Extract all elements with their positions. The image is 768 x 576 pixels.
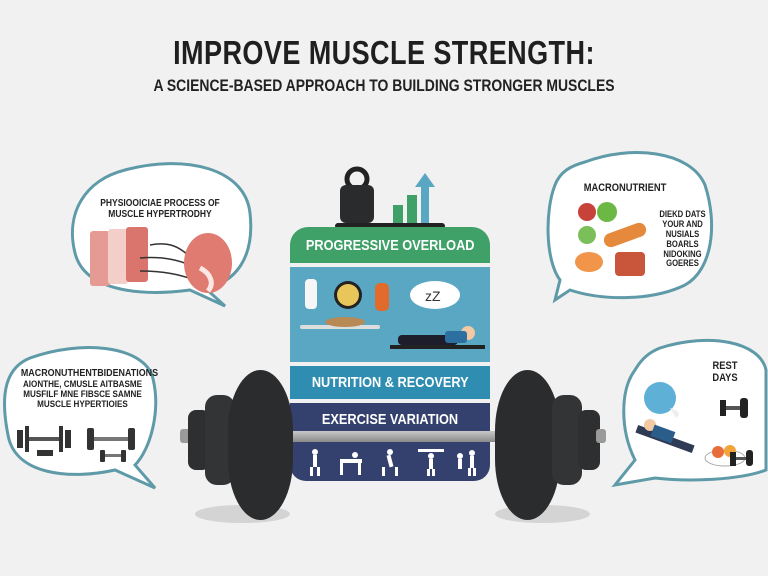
muscle-fiber-illustration: [90, 227, 232, 293]
food-illustration: [575, 202, 647, 276]
macronutrient-text: DIEKD DATS YOUR AND NUSIALS BOARLS NIDOK…: [659, 209, 706, 269]
page-title: IMPROVE MUSCLE STRENGTH:: [173, 34, 595, 71]
section-nutrition-recovery: NUTRITION & RECOVERY: [290, 366, 490, 399]
plate-large: [228, 370, 293, 520]
dumbbell-icons: [17, 426, 135, 462]
page-subtitle: A SCIENCE-BASED APPROACH TO BUILDING STR…: [153, 76, 615, 95]
bubble-hypertrophy: PHYSIOOICIAE PROCESS OF MUSCLE HYPERTROD…: [65, 158, 265, 308]
rest-days-title: REST DAYS: [712, 360, 738, 385]
plate-small: [578, 410, 600, 470]
section-progressive-overload: PROGRESSIVE OVERLOAD: [290, 227, 490, 263]
barbell-right-plates: [490, 365, 610, 525]
exercise-figures-icons: [310, 449, 476, 476]
barbell-bar: [245, 431, 535, 442]
plate-large: [495, 370, 560, 520]
sleep-zz-text: zZ: [425, 288, 441, 304]
bubble-macronutrient: MACRONUTRIENT DIEKD DATS YOUR AND NUSIAL…: [540, 140, 720, 310]
plate-small: [188, 410, 210, 470]
bubble-macronutrient-info: MACRONUTHENTBIDENATIONS AIONTHE, CMUSLE …: [0, 340, 165, 490]
nutrition-sleep-illustration: zZ: [300, 279, 485, 349]
macronutrient-title: MACRONUTRIENT: [583, 182, 667, 194]
center-panel: PROGRESSIVE OVERLOAD zZ NUTRITION & RECO…: [290, 227, 490, 481]
plate-medium: [552, 395, 582, 485]
nutrition-illustration-area: zZ: [290, 267, 490, 362]
hypertrophy-title: PHYSIOOICIAE PROCESS OF MUSCLE HYPERTROD…: [100, 198, 220, 220]
speech-bubble-outline: [2, 346, 158, 490]
macronutrient-text-block: MACRONUTHENTBIDENATIONS AIONTHE, CMUSLE …: [20, 367, 159, 411]
bubble-rest-days: REST DAYS: [610, 330, 768, 495]
bar-end-cap: [596, 429, 606, 443]
rest-illustration: [635, 382, 753, 467]
section-exercise-variation: EXERCISE VARIATION: [290, 403, 490, 481]
barbell-left-plates: [165, 365, 293, 525]
weight-and-growth-icon: [335, 166, 445, 229]
